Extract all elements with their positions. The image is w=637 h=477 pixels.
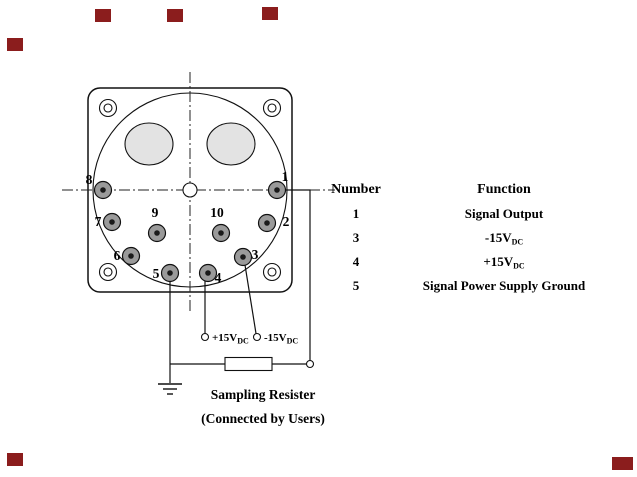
pin-5	[160, 263, 180, 283]
pin-4-label: 4	[215, 270, 222, 285]
signal-output-node	[305, 359, 315, 369]
minus15-wire	[244, 264, 257, 334]
mounting-hole	[98, 98, 118, 118]
red-mark	[7, 38, 23, 51]
pin-labels: 1 2 3 4 5 6 7 8 9 10	[86, 169, 290, 285]
red-mark	[612, 457, 633, 470]
pin-2-label: 2	[283, 214, 290, 229]
table-row: 4 +15VDC	[353, 254, 525, 271]
row-function: Signal Output	[465, 206, 544, 221]
pin-2	[257, 213, 277, 233]
pin-3-label: 3	[252, 247, 259, 262]
pin-4	[198, 263, 218, 283]
red-mark	[95, 9, 111, 22]
center-hole	[182, 182, 198, 198]
table-header-number: Number	[331, 182, 381, 197]
row-number: 3	[353, 230, 360, 245]
guide-hole-right	[206, 122, 256, 166]
red-mark	[7, 453, 23, 466]
pin-8	[93, 180, 113, 200]
pin-3	[233, 247, 253, 267]
terminal-labels: +15VDC -15VDC	[212, 332, 298, 346]
minus15-terminal	[252, 332, 262, 342]
pin-7	[102, 212, 122, 232]
row-function: -15VDC	[485, 230, 523, 247]
pin-9-label: 9	[152, 205, 159, 220]
pin-7-label: 7	[95, 214, 102, 229]
mounting-hole	[262, 262, 282, 282]
pin-6-label: 6	[114, 248, 121, 263]
row-function: Signal Power Supply Ground	[423, 278, 586, 293]
resistor-note: (Connected by Users)	[201, 411, 325, 426]
pin-10	[211, 223, 231, 243]
pin-function-table: Number Function 1 Signal Output 3 -15VDC…	[331, 182, 586, 293]
minus15-label: -15VDC	[264, 332, 298, 346]
table-row: 1 Signal Output	[353, 206, 544, 221]
ground-symbol	[158, 383, 182, 395]
signal-output-wire	[285, 189, 311, 361]
wiring	[158, 189, 315, 395]
row-number: 1	[353, 206, 360, 221]
resistor-label: Sampling Resister	[211, 387, 316, 402]
sampling-resistor	[224, 356, 273, 372]
mounting-hole	[98, 262, 118, 282]
red-mark	[167, 9, 183, 22]
row-number: 5	[353, 278, 360, 293]
row-number: 4	[353, 254, 360, 269]
pin-1-label: 1	[282, 169, 289, 184]
table-row: 5 Signal Power Supply Ground	[353, 278, 586, 293]
pin-8-label: 8	[86, 172, 93, 187]
table-header-function: Function	[477, 182, 531, 197]
pin-10-label: 10	[210, 205, 224, 220]
table-row: 3 -15VDC	[353, 230, 524, 247]
pin-6	[121, 246, 141, 266]
row-function: +15VDC	[483, 254, 525, 271]
pin-9	[147, 223, 167, 243]
guide-hole-left	[124, 122, 174, 166]
plus15-terminal	[200, 332, 210, 342]
pins	[93, 180, 287, 283]
pin-1	[267, 180, 287, 200]
mounting-hole	[262, 98, 282, 118]
red-marks	[7, 7, 633, 470]
pin-5-label: 5	[153, 266, 160, 281]
plus15-label: +15VDC	[212, 332, 249, 346]
red-mark	[262, 7, 278, 20]
